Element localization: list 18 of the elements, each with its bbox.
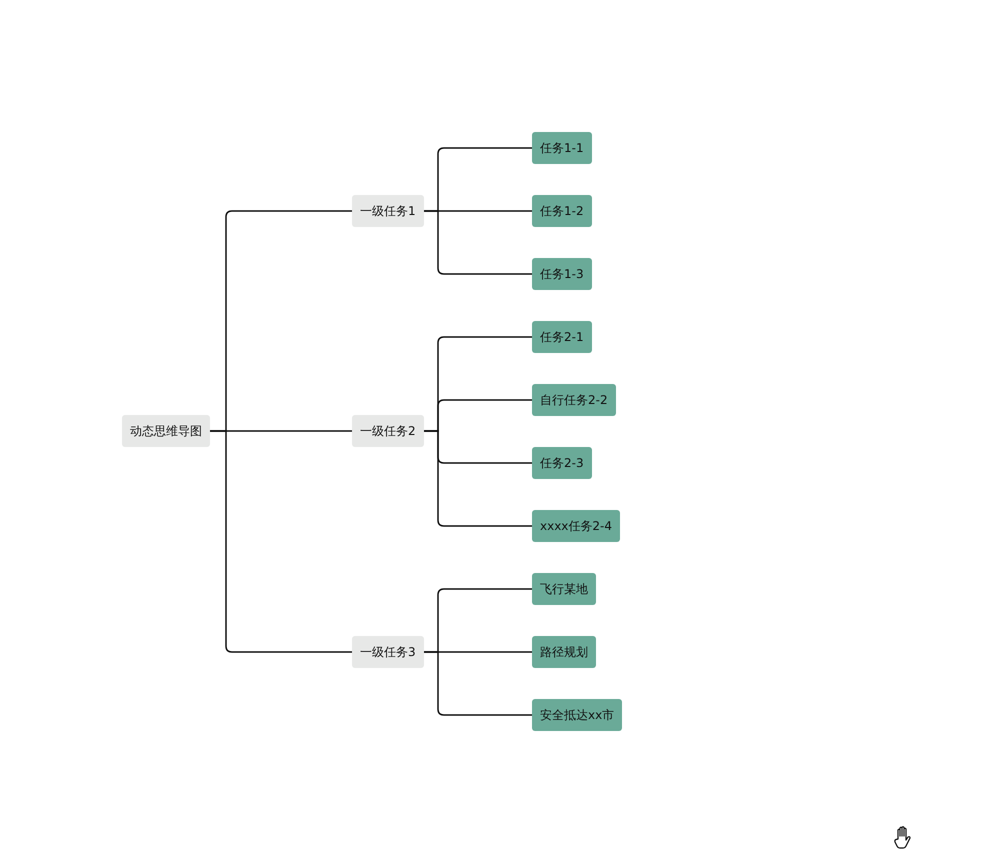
connector-line xyxy=(422,651,532,716)
subtopic-box: 任务1-2 xyxy=(532,195,592,227)
subtopic-box: 任务1-3 xyxy=(532,258,592,290)
subtopic-box: 飞行某地 xyxy=(532,573,596,605)
subtopic-box: 任务1-1 xyxy=(532,132,592,164)
root-box: 动态思维导图 xyxy=(122,415,210,447)
connector-line xyxy=(210,430,352,653)
connector-line xyxy=(422,430,532,527)
subtopic-box: 自行任务2-2 xyxy=(532,384,616,416)
topic-box: 一级任务3 xyxy=(352,636,424,668)
subtopic-box: 路径规划 xyxy=(532,636,596,668)
connector-line xyxy=(422,210,532,275)
subtopic-box: 任务2-1 xyxy=(532,321,592,353)
topic-box: 一级任务1 xyxy=(352,195,424,227)
subtopic-box: 任务2-3 xyxy=(532,447,592,479)
topic-box: 一级任务2 xyxy=(352,415,424,447)
subtopic-box: xxxx任务2-4 xyxy=(532,510,620,542)
subtopic-box: 安全抵达xx市 xyxy=(532,699,622,731)
